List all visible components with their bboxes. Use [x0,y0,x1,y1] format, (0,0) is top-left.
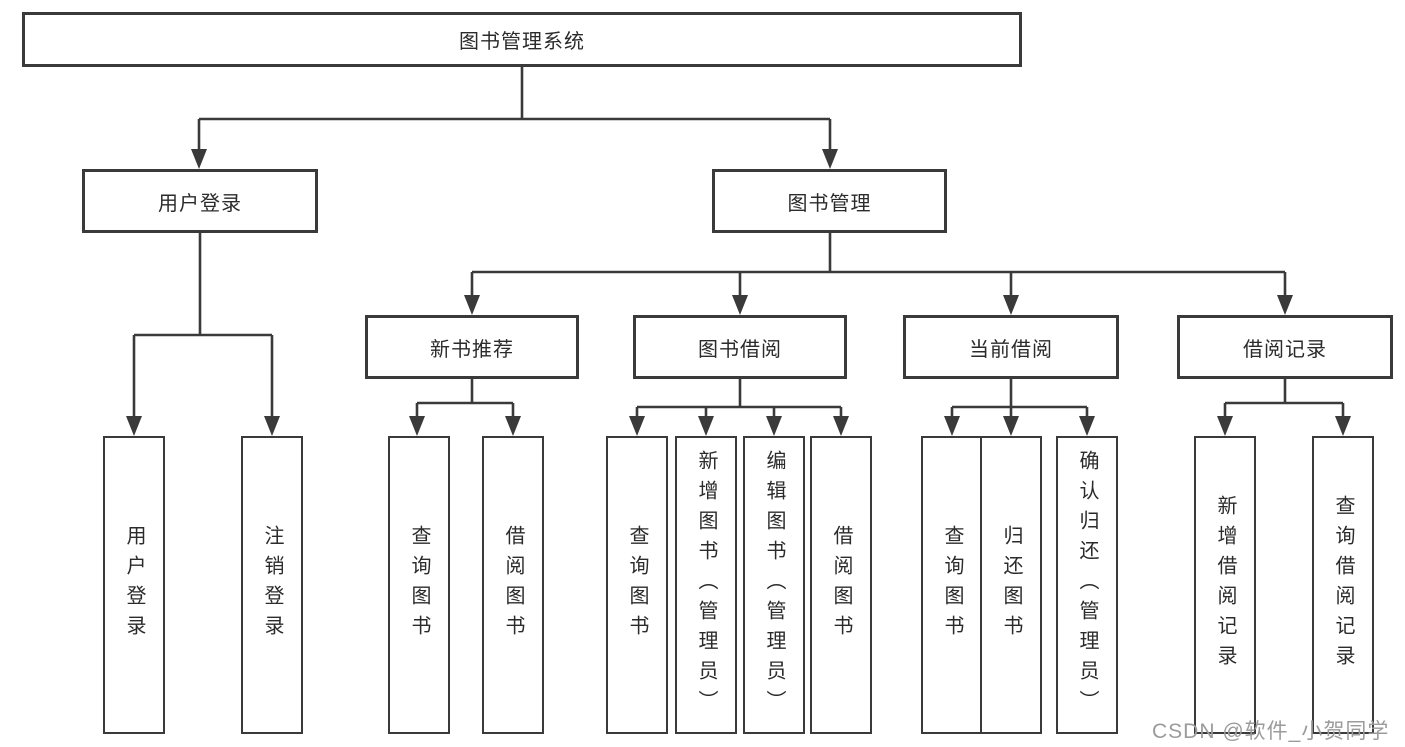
arrowheads [126,149,1351,436]
leaf-edit-book-admin-label: 编辑图书（管理员） [763,450,785,720]
node-book-borrow-label: 图书借阅 [698,338,782,361]
connector-user-login [132,233,274,420]
node-new-book-recommend: 新书推荐 [365,315,579,379]
leaf-query-borrow-record-label: 查询借阅记录 [1332,495,1354,675]
leaf-add-borrow-record-label: 新增借阅记录 [1214,495,1236,675]
connector-borrow-record [1223,379,1345,420]
leaf-borrow-book-recommend: 借阅图书 [482,436,544,734]
leaf-add-borrow-record: 新增借阅记录 [1194,436,1256,734]
leaf-query-book-borrow: 查询图书 [606,436,668,734]
leaf-logout-label: 注销登录 [261,525,283,645]
node-borrow-record: 借阅记录 [1177,315,1393,379]
node-book-borrow: 图书借阅 [633,315,847,379]
leaf-edit-book-admin: 编辑图书（管理员） [743,436,805,734]
leaf-query-borrow-record: 查询借阅记录 [1312,436,1374,734]
leaf-confirm-return-admin-label: 确认归还（管理员） [1076,450,1098,720]
leaf-query-book-borrow-label: 查询图书 [626,525,648,645]
node-user-login-label: 用户登录 [158,192,242,215]
leaf-query-book-current-label: 查询图书 [941,525,963,645]
connector-book-borrow [635,379,843,420]
node-current-borrow: 当前借阅 [903,315,1119,379]
leaf-user-login: 用户登录 [103,436,165,734]
node-book-management: 图书管理 [712,169,947,233]
leaf-add-book-admin-label: 新增图书（管理员） [695,450,717,720]
leaf-return-book-label: 归还图书 [1000,525,1022,645]
leaf-logout: 注销登录 [241,436,303,734]
leaf-add-book-admin: 新增图书（管理员） [675,436,737,734]
leaf-user-login-label: 用户登录 [123,525,145,645]
leaf-return-book: 归还图书 [980,436,1042,734]
leaf-query-book-recommend: 查询图书 [388,436,450,734]
leaf-borrow-book-recommend-label: 借阅图书 [502,525,524,645]
connector-new-book-recommend [415,379,515,420]
node-borrow-record-label: 借阅记录 [1243,338,1327,361]
connector-book-management [470,233,1287,298]
node-root: 图书管理系统 [22,12,1022,67]
leaf-borrow-book-label: 借阅图书 [830,525,852,645]
leaf-borrow-book: 借阅图书 [810,436,872,734]
connector-root [197,67,832,152]
node-current-borrow-label: 当前借阅 [969,338,1053,361]
connector-current-borrow [950,379,1089,420]
leaf-query-book-current: 查询图书 [921,436,983,734]
watermark: CSDN @软件_小贺同学 [1152,720,1390,743]
leaf-confirm-return-admin: 确认归还（管理员） [1056,436,1118,734]
leaf-query-book-recommend-label: 查询图书 [408,525,430,645]
node-new-book-recommend-label: 新书推荐 [430,338,514,361]
node-user-login: 用户登录 [82,169,318,233]
node-book-management-label: 图书管理 [787,192,872,215]
node-root-label: 图书管理系统 [459,31,585,53]
